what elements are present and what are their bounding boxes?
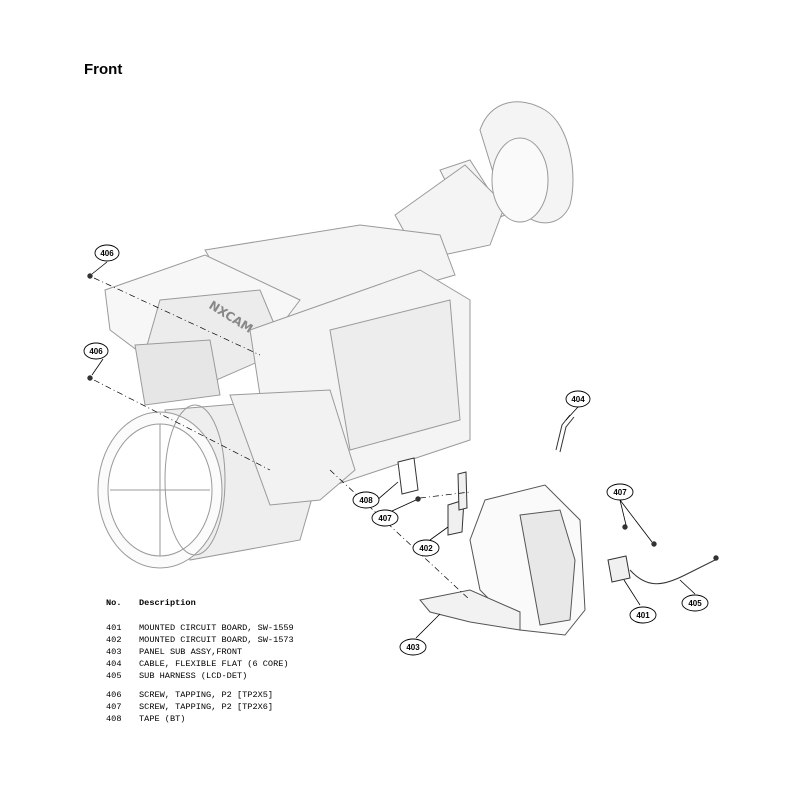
part-description: MOUNTED CIRCUIT BOARD, SW-1573 <box>139 635 294 645</box>
assembly-lines <box>93 277 471 601</box>
svg-text:406: 406 <box>89 347 103 356</box>
flex-cable-part <box>555 414 575 453</box>
screw-407-right-a <box>622 524 628 530</box>
callout-407-mid: 407 <box>371 509 399 527</box>
svg-text:404: 404 <box>571 395 585 404</box>
part-description: SCREW, TAPPING, P2 [TP2X6] <box>139 702 274 712</box>
part-description: PANEL SUB ASSY,FRONT <box>139 647 243 657</box>
parts-row: 403 PANEL SUB ASSY,FRONT <box>106 646 294 658</box>
header-description: Description <box>139 598 196 608</box>
part-no: 404 <box>106 659 122 669</box>
callout-407-right: 407 <box>606 483 634 501</box>
screw-407-mid <box>415 496 421 502</box>
callout-401: 401 <box>629 606 657 624</box>
callouts: 406 406 404 408 407 402 407 405 401 403 <box>83 244 709 656</box>
part-no: 401 <box>106 623 122 633</box>
svg-text:408: 408 <box>359 496 373 505</box>
part-description: SUB HARNESS (LCD-DET) <box>139 671 248 681</box>
callout-402: 402 <box>412 539 440 557</box>
callout-406-bottom: 406 <box>83 342 109 360</box>
parts-row: 404 CABLE, FLEXIBLE FLAT (6 CORE) <box>106 658 294 670</box>
parts-row: 401 MOUNTED CIRCUIT BOARD, SW-1559 <box>106 622 294 634</box>
screws <box>87 273 719 561</box>
part-no: 406 <box>106 690 122 700</box>
part-no: 403 <box>106 647 122 657</box>
header-no: No. <box>106 598 122 608</box>
svg-text:405: 405 <box>688 599 702 608</box>
svg-text:406: 406 <box>100 249 114 258</box>
svg-text:403: 403 <box>406 643 420 652</box>
leader-lines <box>91 261 696 639</box>
parts-row: 408 TAPE (BT) <box>106 713 294 725</box>
screw-406-top <box>87 273 93 279</box>
svg-text:407: 407 <box>378 514 392 523</box>
parts-list-header: No. Description <box>106 598 294 612</box>
parts-list-gap <box>106 682 294 689</box>
screw-407-right-b <box>651 541 657 547</box>
svg-text:401: 401 <box>636 611 650 620</box>
part-description: TAPE (BT) <box>139 714 186 724</box>
circuit-board-401-part <box>607 555 631 583</box>
svg-text:402: 402 <box>419 544 433 553</box>
front-panel-part <box>419 484 586 636</box>
circuit-board-402-part <box>447 471 468 536</box>
part-description: SCREW, TAPPING, P2 [TP2X5] <box>139 690 274 700</box>
callout-408: 408 <box>352 491 380 509</box>
camcorder-body-ghost: NXCAM <box>97 101 574 569</box>
parts-row: 402 MOUNTED CIRCUIT BOARD, SW-1573 <box>106 634 294 646</box>
callout-406-top: 406 <box>94 244 120 262</box>
part-description: MOUNTED CIRCUIT BOARD, SW-1559 <box>139 623 294 633</box>
page-title: Front <box>84 61 123 78</box>
callout-405: 405 <box>681 594 709 612</box>
sub-harness-part <box>629 559 716 585</box>
part-no: 402 <box>106 635 122 645</box>
parts-row: 405 SUB HARNESS (LCD-DET) <box>106 670 294 682</box>
part-no: 405 <box>106 671 122 681</box>
parts-row: 407 SCREW, TAPPING, P2 [TP2X6] <box>106 701 294 713</box>
callout-403: 403 <box>399 638 427 656</box>
part-description: CABLE, FLEXIBLE FLAT (6 CORE) <box>139 659 289 669</box>
screw-406-bottom <box>87 375 93 381</box>
part-no: 408 <box>106 714 122 724</box>
tape-part <box>397 457 419 495</box>
part-no: 407 <box>106 702 122 712</box>
parts-row: 406 SCREW, TAPPING, P2 [TP2X5] <box>106 689 294 701</box>
screw-405-end <box>713 555 719 561</box>
callout-404: 404 <box>565 390 591 408</box>
svg-text:407: 407 <box>613 488 627 497</box>
